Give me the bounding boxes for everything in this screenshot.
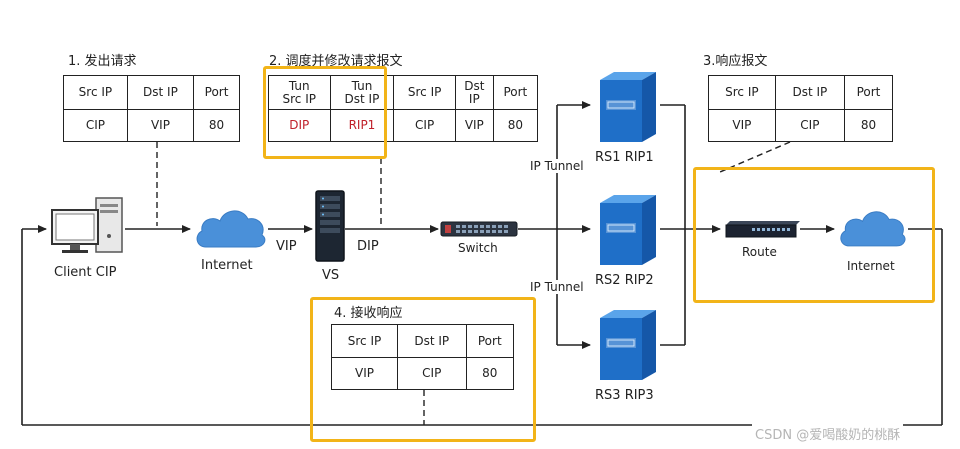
rs3-label: RS3 RIP3: [595, 388, 654, 403]
table-header-cell: Src IP: [393, 75, 456, 110]
internet-left-label: Internet: [201, 258, 253, 273]
tunnel-header-highlight: [263, 66, 387, 159]
step-2-title: 2. 调度并修改请求报文: [269, 54, 403, 69]
table-header-cell: Port: [492, 75, 539, 110]
received-response-table: Src IP Dst IP Port VIP CIP 80: [331, 324, 515, 390]
route-highlight: [693, 167, 935, 303]
switch-label: Switch: [458, 241, 498, 255]
vip-label: VIP: [276, 239, 297, 254]
server-icon: [600, 72, 656, 142]
step-1-title: 1. 发出请求: [68, 54, 137, 69]
table-header-cell: Src IP: [63, 75, 128, 110]
table-cell: 80: [465, 357, 515, 390]
table-header-cell: Dst IP: [774, 75, 846, 110]
computer-icon: [51, 197, 123, 253]
watermark: CSDN @爱喝酸奶的桃酥: [752, 424, 904, 443]
table-cell: VIP: [331, 357, 398, 390]
table-header-cell: Port: [193, 75, 240, 110]
internet-right-label: Internet: [847, 259, 895, 273]
table-header-cell: Dst IP: [126, 75, 195, 110]
table-cell: VIP: [708, 109, 776, 142]
table-header-cell: Src IP: [708, 75, 776, 110]
table-header-cell: Src IP: [331, 324, 398, 358]
table-cell: VIP: [454, 109, 494, 142]
server-icon: [600, 195, 656, 265]
response-packet-table: Src IP Dst IP Port VIP CIP 80: [708, 75, 893, 142]
router-icon: [725, 221, 800, 238]
header-line: Src IP: [282, 91, 316, 106]
table-cell: CIP: [774, 109, 846, 142]
rs2-label: RS2 RIP2: [595, 273, 654, 288]
cloud-icon: [840, 211, 906, 247]
table-cell: 80: [193, 109, 240, 142]
table-cell: 80: [492, 109, 539, 142]
table-header-cell: Port: [844, 75, 893, 110]
header-line: Dst: [464, 78, 485, 93]
header-line: Dst IP: [344, 91, 380, 106]
table-cell: CIP: [63, 109, 128, 142]
receive-response-highlight: [310, 297, 536, 442]
dip-label: DIP: [357, 239, 379, 254]
table-cell: VIP: [126, 109, 195, 142]
tunnel-label-2: IP Tunnel: [530, 280, 584, 294]
table-cell-modified: RIP1: [329, 109, 395, 142]
route-label: Route: [742, 245, 777, 259]
step-3-title: 3.响应报文: [703, 54, 768, 69]
switch-icon: [440, 221, 518, 237]
cloud-icon: [196, 210, 266, 248]
table-cell: CIP: [393, 109, 456, 142]
table-cell: CIP: [397, 357, 467, 390]
server-rack-icon: [315, 190, 345, 262]
server-icon: [600, 310, 656, 380]
header-line: IP: [468, 91, 480, 106]
header-line: Tun: [351, 78, 373, 93]
header-line: Tun: [288, 78, 310, 93]
request-packet-table: Src IP Dst IP Port CIP VIP 80: [63, 75, 240, 142]
tunnel-label-1: IP Tunnel: [530, 159, 584, 173]
step-4-title: 4. 接收响应: [334, 306, 403, 321]
table-cell: 80: [844, 109, 893, 142]
client-label: Client CIP: [54, 265, 117, 280]
rs1-label: RS1 RIP1: [595, 150, 654, 165]
vs-label: VS: [322, 268, 340, 283]
